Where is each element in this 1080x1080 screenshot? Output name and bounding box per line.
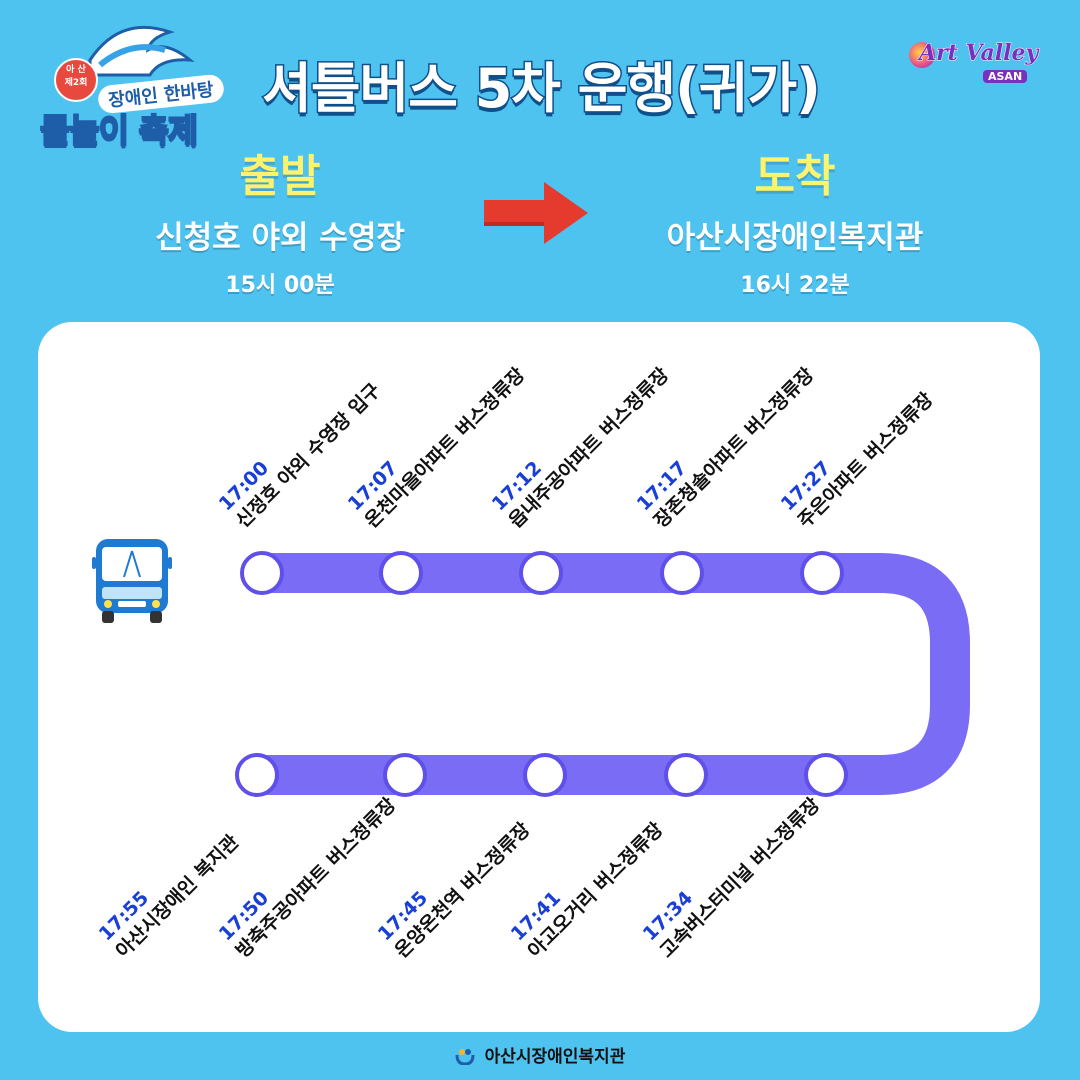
stop-marker — [235, 753, 279, 797]
stop-marker — [804, 753, 848, 797]
departure-label: 출발 — [239, 151, 321, 202]
stop-marker — [519, 551, 563, 595]
stop-marker — [800, 551, 844, 595]
stop-marker — [660, 551, 704, 595]
arrival-time: 16시 22분 — [740, 273, 850, 298]
arrival-place: 아산시장애인복지관 — [666, 220, 924, 256]
arrival-info: 도착 아산시장애인복지관 16시 22분 — [585, 140, 1005, 299]
stop-marker — [523, 753, 567, 797]
departure-info: 출발 신청호 야외 수영장 15시 00분 — [80, 140, 480, 299]
wave-icon — [88, 25, 195, 77]
route-panel — [38, 322, 1040, 1032]
art-valley-logo: Art Valley ASAN — [905, 34, 1045, 94]
arrow-right-icon — [484, 182, 588, 244]
stop-marker — [379, 551, 423, 595]
art-valley-icon — [909, 42, 935, 68]
stop-marker — [664, 753, 708, 797]
arrival-label: 도착 — [754, 151, 836, 202]
art-valley-text: Art Valley — [918, 40, 1039, 67]
art-valley-subtext: ASAN — [983, 70, 1028, 83]
stop-marker — [383, 753, 427, 797]
page-title: 셔틀버스 5차 운행(귀가) — [261, 56, 823, 122]
festival-title: 물놀이 축제 — [39, 110, 199, 151]
bus-icon — [92, 539, 172, 623]
departure-place: 신청호 야외 수영장 — [155, 220, 405, 256]
departure-time: 15시 00분 — [225, 273, 335, 298]
footer-logo-icon — [455, 1049, 475, 1065]
stop-marker — [240, 551, 284, 595]
footer-text: 아산시장애인복지관 — [484, 1047, 626, 1067]
festival-badge: 아 산 제2회 — [54, 58, 98, 102]
footer: 아산시장애인복지관 — [0, 1042, 1080, 1067]
festival-logo: 아 산 제2회 장애인 한바탕 물놀이 축제 — [30, 20, 230, 151]
